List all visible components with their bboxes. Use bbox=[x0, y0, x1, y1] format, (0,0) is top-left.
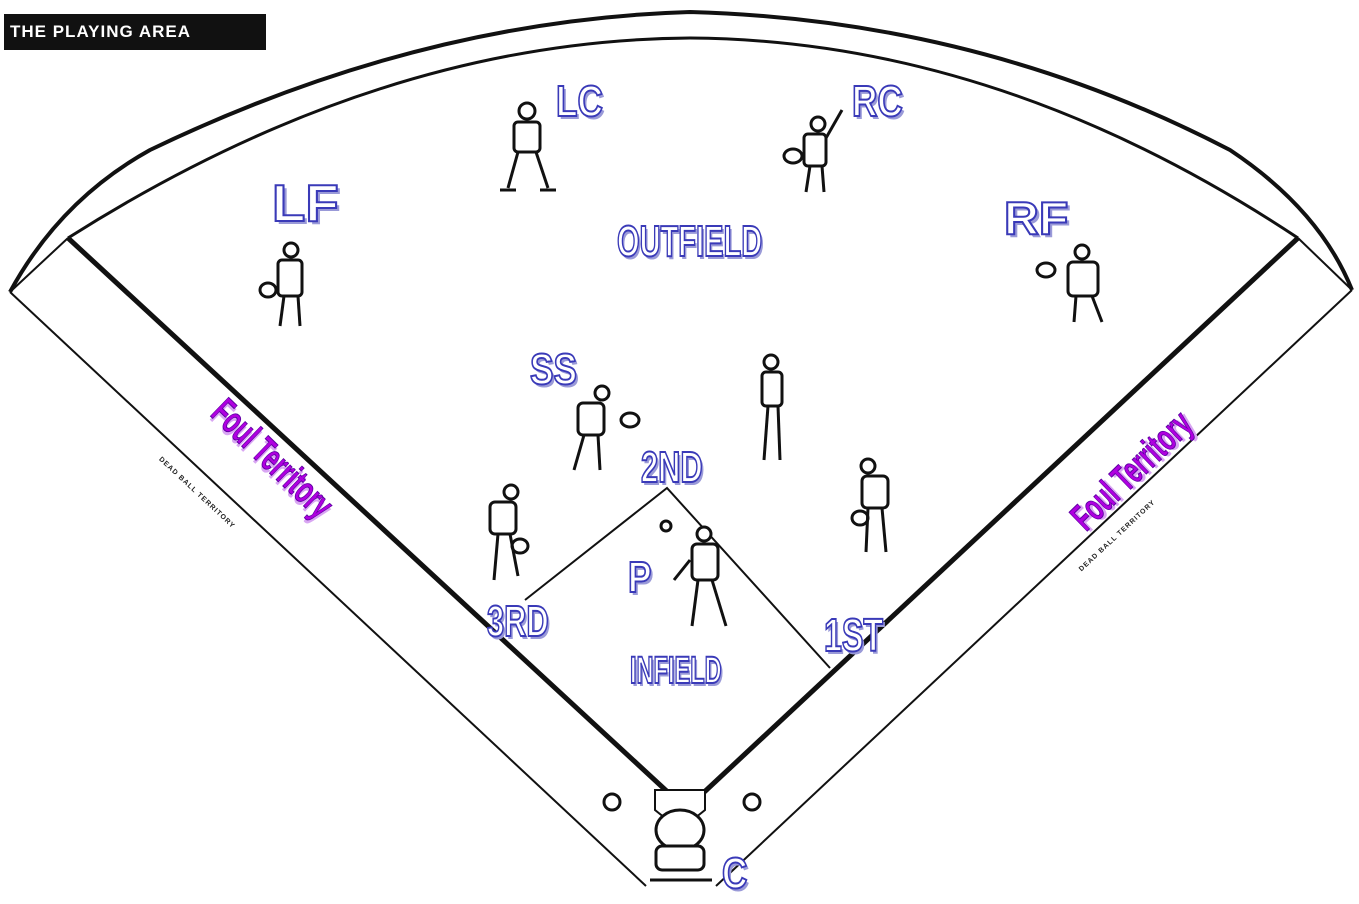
player-figure-catcher bbox=[650, 810, 712, 880]
player-figure-lf bbox=[260, 243, 302, 326]
label-left-field: LF bbox=[272, 178, 339, 230]
player-figure-lc bbox=[500, 103, 556, 190]
on-deck-circle-left bbox=[604, 794, 620, 810]
label-catcher: C bbox=[722, 852, 747, 896]
foul-line-right bbox=[700, 238, 1298, 796]
player-figure-rc bbox=[784, 110, 842, 192]
player-figure-2b bbox=[762, 355, 782, 460]
player-figure-3b bbox=[490, 485, 528, 580]
fence-end-right bbox=[1298, 238, 1352, 290]
label-outfield: OUTFIELD bbox=[617, 220, 762, 264]
player-figure-ss bbox=[574, 386, 639, 470]
foul-line-left bbox=[68, 238, 672, 796]
player-figure-rf bbox=[1037, 245, 1102, 322]
dead-ball-line-right bbox=[716, 290, 1352, 886]
page-title: THE PLAYING AREA bbox=[4, 14, 266, 50]
label-first-base: 1ST bbox=[824, 612, 883, 658]
player-figure-pitcher bbox=[661, 521, 726, 626]
label-infield: INFIELD bbox=[630, 652, 722, 690]
label-third-base: 3RD bbox=[487, 600, 549, 644]
label-second-base: 2ND bbox=[641, 446, 703, 490]
label-shortstop: SS bbox=[530, 348, 577, 392]
label-pitcher: P bbox=[628, 556, 651, 600]
outfield-arc bbox=[68, 38, 1298, 238]
label-right-field: RF bbox=[1004, 195, 1068, 241]
player-figure-1b bbox=[852, 459, 888, 552]
label-right-center: RC bbox=[852, 80, 903, 124]
on-deck-circle-right bbox=[744, 794, 760, 810]
label-left-center: LC bbox=[556, 80, 603, 124]
